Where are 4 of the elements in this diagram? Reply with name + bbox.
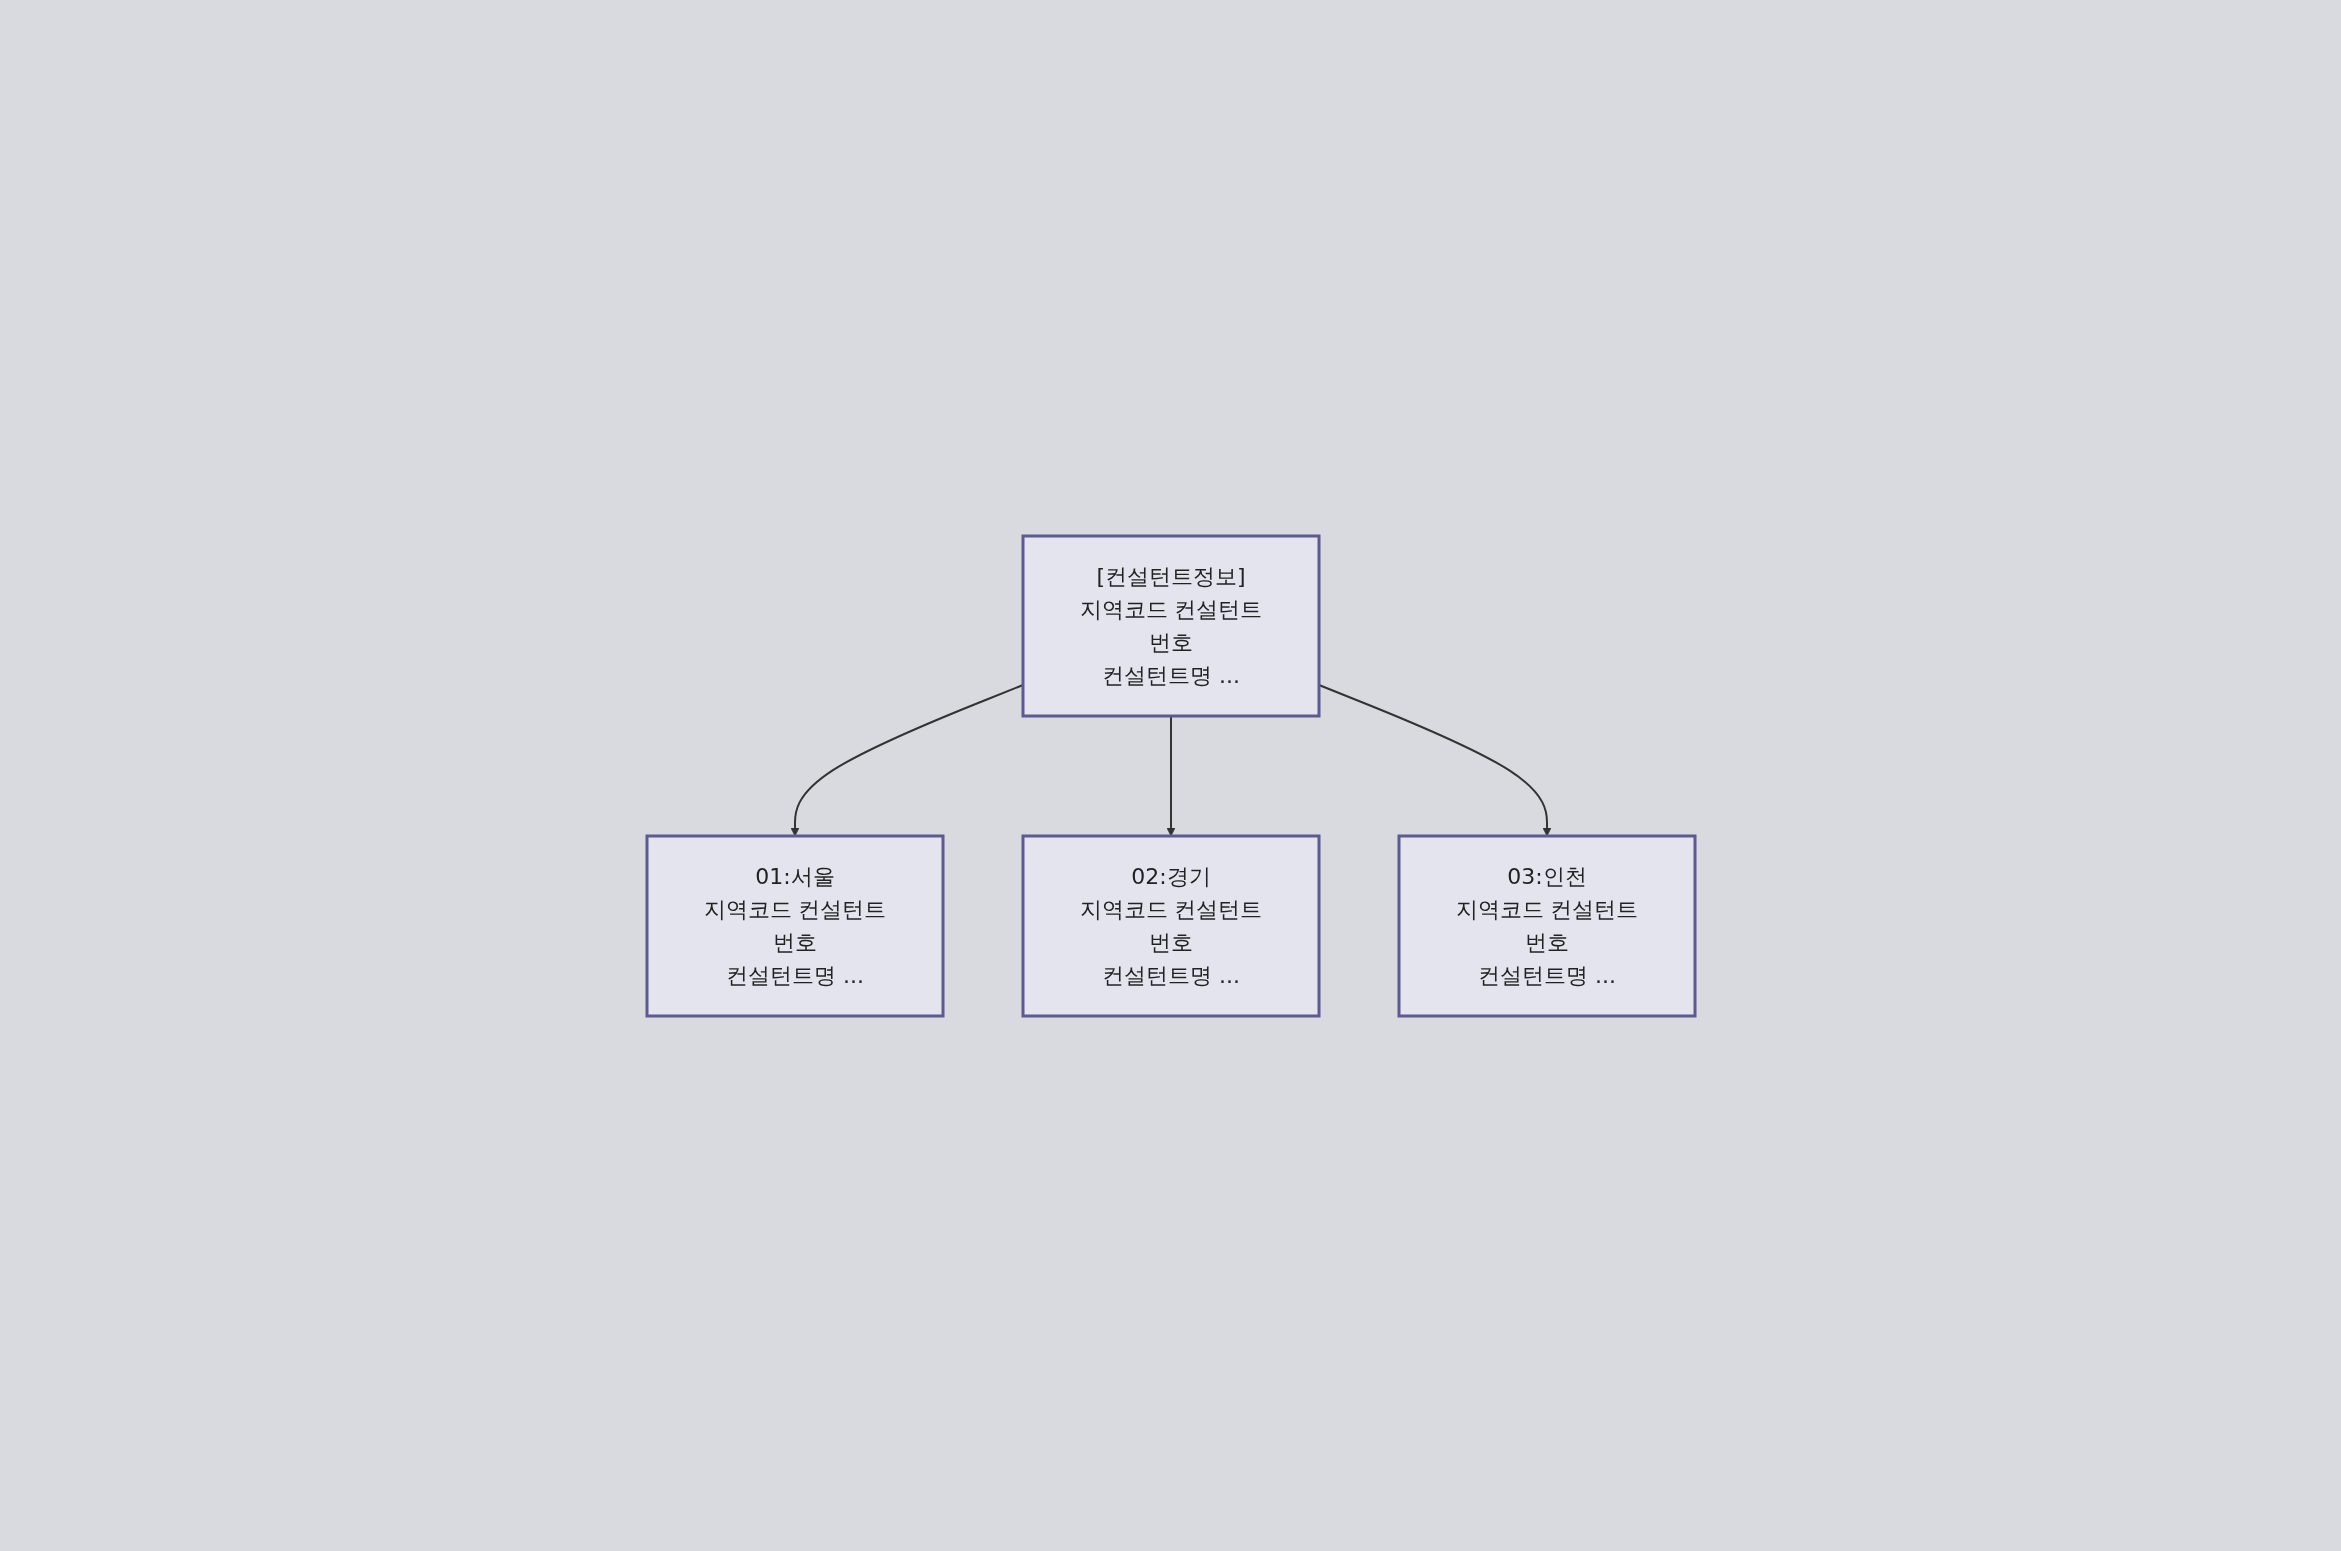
node-box: 02:경기 지역코드 컨설턴트번호 컨설턴트명 ...	[1021, 834, 1320, 1017]
node-box: [컨설턴트정보] 지역코드 컨설턴트번호 컨설턴트명 ...	[1021, 534, 1320, 717]
node-box: 01:서울 지역코드 컨설턴트번호 컨설턴트명 ...	[645, 834, 944, 1017]
node-box: 03:인천 지역코드 컨설턴트번호 컨설턴트명 ...	[1397, 834, 1696, 1017]
